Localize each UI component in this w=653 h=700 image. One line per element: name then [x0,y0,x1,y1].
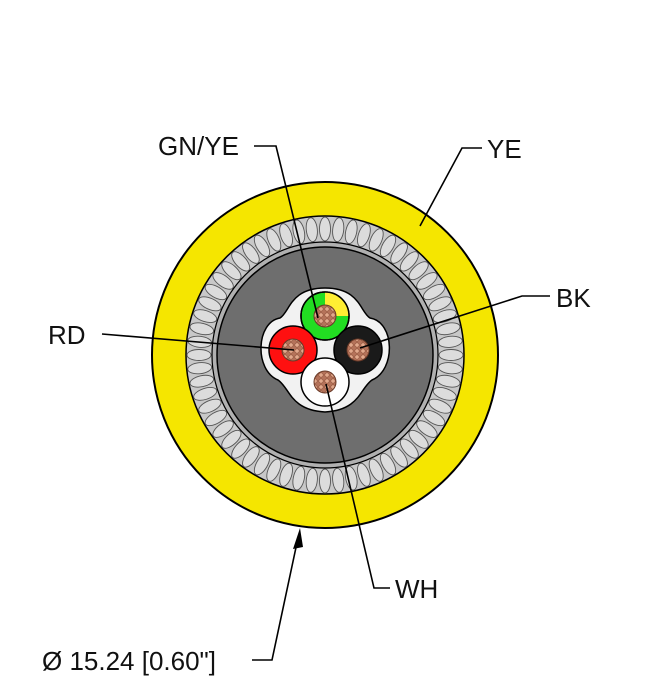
leader-rd [101,333,295,351]
braid-strand [193,309,218,323]
braid-strand [416,420,438,438]
braid-strand [368,228,384,252]
braid-strand [368,458,384,482]
dimension-arrow [293,528,303,549]
braid-strand [231,438,251,459]
label-ye: YE [487,134,522,164]
core-bk [333,325,383,375]
braid-strand [305,217,318,243]
braid-strand [379,234,397,258]
braid-strand [221,429,242,449]
braid-strand [266,228,282,252]
braid-strand [279,223,293,248]
core-bundle-outline [260,287,391,413]
conductor-wh [313,370,337,394]
braid-strand [189,322,215,336]
braid-strand [266,458,282,482]
braid-strand [204,283,228,301]
braid-strand [357,223,371,248]
braid-strand [357,462,371,487]
braid-strand [242,446,260,468]
braid-strand [408,261,429,281]
braid-strand [231,251,251,272]
label-gn-ye: GN/YE [158,131,239,161]
braid-strand [422,283,446,301]
braid-strand [319,216,331,242]
conductor-bk [346,338,370,362]
braid-strand [253,234,271,258]
braid-strand [212,420,234,438]
braid-strand [189,374,215,388]
braid-strand [390,446,408,468]
braid-strand [344,465,358,491]
braid-strand [344,219,358,245]
braid-strand [437,362,463,375]
leader-wh [325,383,390,589]
core-wh [300,357,350,407]
conductor-gn-ye [313,304,337,328]
braid-strand [212,272,234,290]
braid-strand [242,242,260,264]
braid-strand [422,409,446,427]
braid-strand [193,387,218,401]
braid-strand [253,452,271,476]
braid-strand [204,409,228,427]
braid-strand [332,217,345,243]
braid-strand [319,468,331,494]
label-rd: RD [48,320,86,350]
braid-strand [399,251,419,272]
braid-strand [332,467,345,493]
leader-bk [359,295,550,349]
label-diameter: Ø 15.24 [0.60"] [42,646,217,676]
leader-ye [419,147,482,227]
core-gn-ye [300,291,350,341]
braid-strand [435,322,461,336]
braid-strand [292,465,306,491]
braid-strand [428,296,452,312]
braid-strand [435,374,461,388]
braid-strand [221,261,242,281]
braid-strand [437,335,463,348]
braid-strand [187,362,213,375]
braid-strand [198,398,222,414]
label-wh: WH [395,574,439,604]
braid-strand [416,272,438,290]
braid-strand [198,296,222,312]
braid-strand [432,387,457,401]
braid-strand [408,429,429,449]
label-bk: BK [556,283,591,313]
braid-strand [305,467,318,493]
braid-strand [279,462,293,487]
braid-strand [438,349,464,361]
braid-strand [428,398,452,414]
braid-strand [379,452,397,476]
braid-strand [399,438,419,459]
braid-strand [186,349,212,361]
dimension-leader [252,537,299,661]
braid-strand [390,242,408,264]
leader-gn-ye [254,145,319,319]
